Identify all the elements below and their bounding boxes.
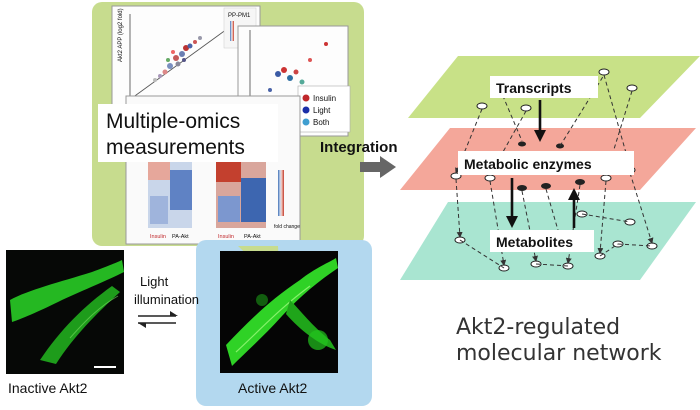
integration-label: Integration [320,139,398,156]
svg-text:Akt2 APP (log2 fold): Akt2 APP (log2 fold) [118,8,124,62]
metabolic-enzymes-label: Metabolic enzymes [464,156,592,172]
integration-arrow [360,156,396,178]
enzymes-label-box [458,151,634,175]
light-label-line2: illumination [134,292,199,307]
legend-marker-both [302,118,310,126]
legend-label-light: Light [313,106,331,115]
network-caption-line2: molecular network [456,341,662,366]
inactive-akt2: Inactive Akt2 [6,250,124,396]
inactive-akt2-label: Inactive Akt2 [8,380,88,396]
heatmap-xlabel-pa-akt-2: PA-Akt [244,234,261,240]
equilibrium-arrows [138,311,178,328]
active-akt2-panel: Active Akt2 [196,240,372,406]
transcripts-label-box [490,76,598,98]
legend-label-both: Both [313,118,329,127]
transcripts-label: Transcripts [496,80,572,96]
metabolites-label-box [490,230,594,252]
light-label-line1: Light [140,274,169,289]
legend-marker-insulin [302,94,310,102]
omics-label-line1: Multiple-omics [106,110,240,133]
network-diagram: Transcripts Metabolic enzymes Metabolite… [400,56,700,280]
heatmap-xlabel-insulin-1: Insulin [150,234,166,240]
omics-label-line2: measurements [106,136,245,159]
metabolites-label: Metabolites [496,234,573,250]
omics-panel: PP-PM1 Akt2 APP (log2 fold) Insulin Ligh… [92,2,364,246]
network-caption-line1: Akt2-regulated [456,315,620,340]
plot-legend: Insulin Light Both [297,85,351,133]
heatmap-xlabel-pa-akt-1: PA-Akt [172,234,189,240]
active-akt2-label: Active Akt2 [238,380,307,396]
legend-marker-light [302,106,310,114]
inactive-cell-image [6,250,124,374]
regulation-arrows [506,100,580,228]
heatmap-xlabel-insulin-2: Insulin [218,234,234,240]
active-cell-image [220,251,338,373]
legend-label-insulin: Insulin [313,94,336,103]
omics-label-box [98,104,278,162]
plot-legend-title: PP-PM1 [228,13,251,19]
heatmap-colorbar-label: fold change [274,224,300,230]
scatter-points [153,36,202,82]
